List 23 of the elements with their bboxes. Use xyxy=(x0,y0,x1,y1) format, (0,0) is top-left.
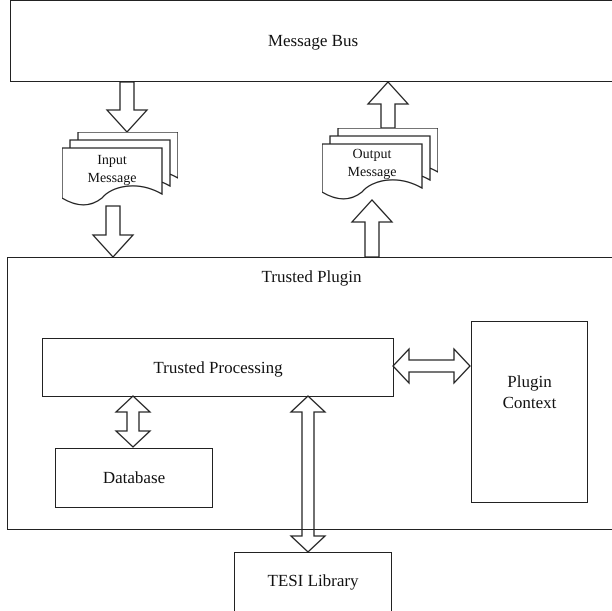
process-box xyxy=(234,552,392,611)
node-label: Plugin Context xyxy=(502,370,558,414)
document-stack xyxy=(62,132,178,206)
process-box xyxy=(471,321,588,503)
block-arrow xyxy=(114,395,152,448)
node-label: TESI Library xyxy=(267,570,359,592)
block-arrow xyxy=(289,395,327,553)
node-label: Trusted Processing xyxy=(153,356,283,378)
process-box xyxy=(42,338,394,397)
block-arrow xyxy=(350,199,394,258)
node-label: Trusted Plugin xyxy=(262,266,362,288)
block-arrow xyxy=(106,81,148,133)
node-label: Input Message xyxy=(86,152,138,188)
node-label: Message Bus xyxy=(268,30,358,52)
container-box xyxy=(7,257,612,530)
block-arrow xyxy=(392,347,471,385)
node-label: Output Message xyxy=(346,146,398,182)
document-stack xyxy=(322,128,438,200)
block-arrow xyxy=(92,205,134,258)
process-box xyxy=(10,0,612,82)
block-arrow xyxy=(366,81,410,129)
process-box xyxy=(55,448,213,508)
node-label: Database xyxy=(102,467,166,489)
